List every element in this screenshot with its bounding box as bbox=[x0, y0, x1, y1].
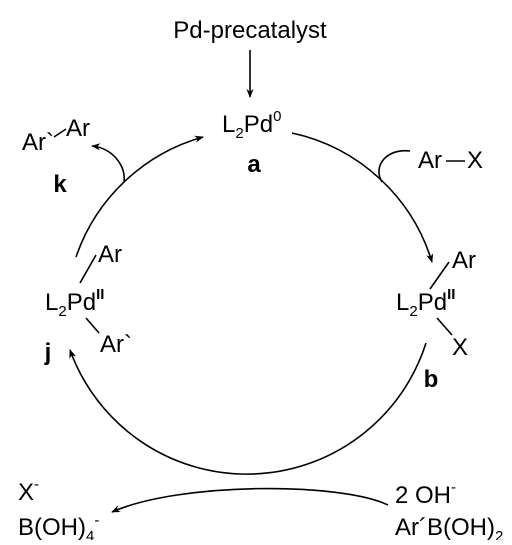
complex-j-ar: Ar bbox=[98, 241, 122, 268]
product-ar-prime: Ar` bbox=[22, 129, 54, 156]
arx-entry-curve bbox=[378, 149, 411, 183]
j-ar-bond bbox=[79, 254, 97, 284]
product-release-curve bbox=[91, 143, 125, 183]
b-ar-bond bbox=[429, 261, 450, 290]
complex-a: L2Pd0 bbox=[222, 108, 281, 142]
arc-b-to-j bbox=[69, 342, 427, 475]
complex-j-ar-prime: Ar` bbox=[100, 331, 132, 358]
complex-b-x: X bbox=[452, 334, 468, 361]
aryl-halide-x: X bbox=[467, 147, 483, 174]
j-ar-prime-bond bbox=[85, 317, 100, 334]
borate-out: B(OH)4- bbox=[18, 512, 99, 540]
precatalyst-label: Pd-precatalyst bbox=[173, 17, 327, 44]
arc-a-to-b bbox=[291, 132, 434, 263]
label-b: b bbox=[424, 366, 439, 393]
complex-b-ar: Ar bbox=[452, 247, 476, 274]
hydroxide: 2 OH- bbox=[395, 479, 456, 509]
complex-j: L2PdII bbox=[45, 286, 104, 320]
complex-b: L2PdII bbox=[396, 286, 455, 320]
transmetalation-arrow bbox=[111, 487, 389, 513]
arc-j-to-a bbox=[75, 135, 204, 258]
product-bond bbox=[53, 128, 67, 138]
b-x-bond bbox=[436, 317, 453, 336]
label-k: k bbox=[53, 171, 67, 198]
halide-out: X- bbox=[18, 476, 39, 506]
boronic-acid: Ar´B(OH)2 bbox=[395, 514, 503, 540]
label-j: j bbox=[44, 339, 52, 366]
label-a: a bbox=[247, 151, 261, 178]
product-ar: Ar bbox=[66, 115, 90, 142]
aryl-halide: Ar bbox=[418, 147, 442, 174]
